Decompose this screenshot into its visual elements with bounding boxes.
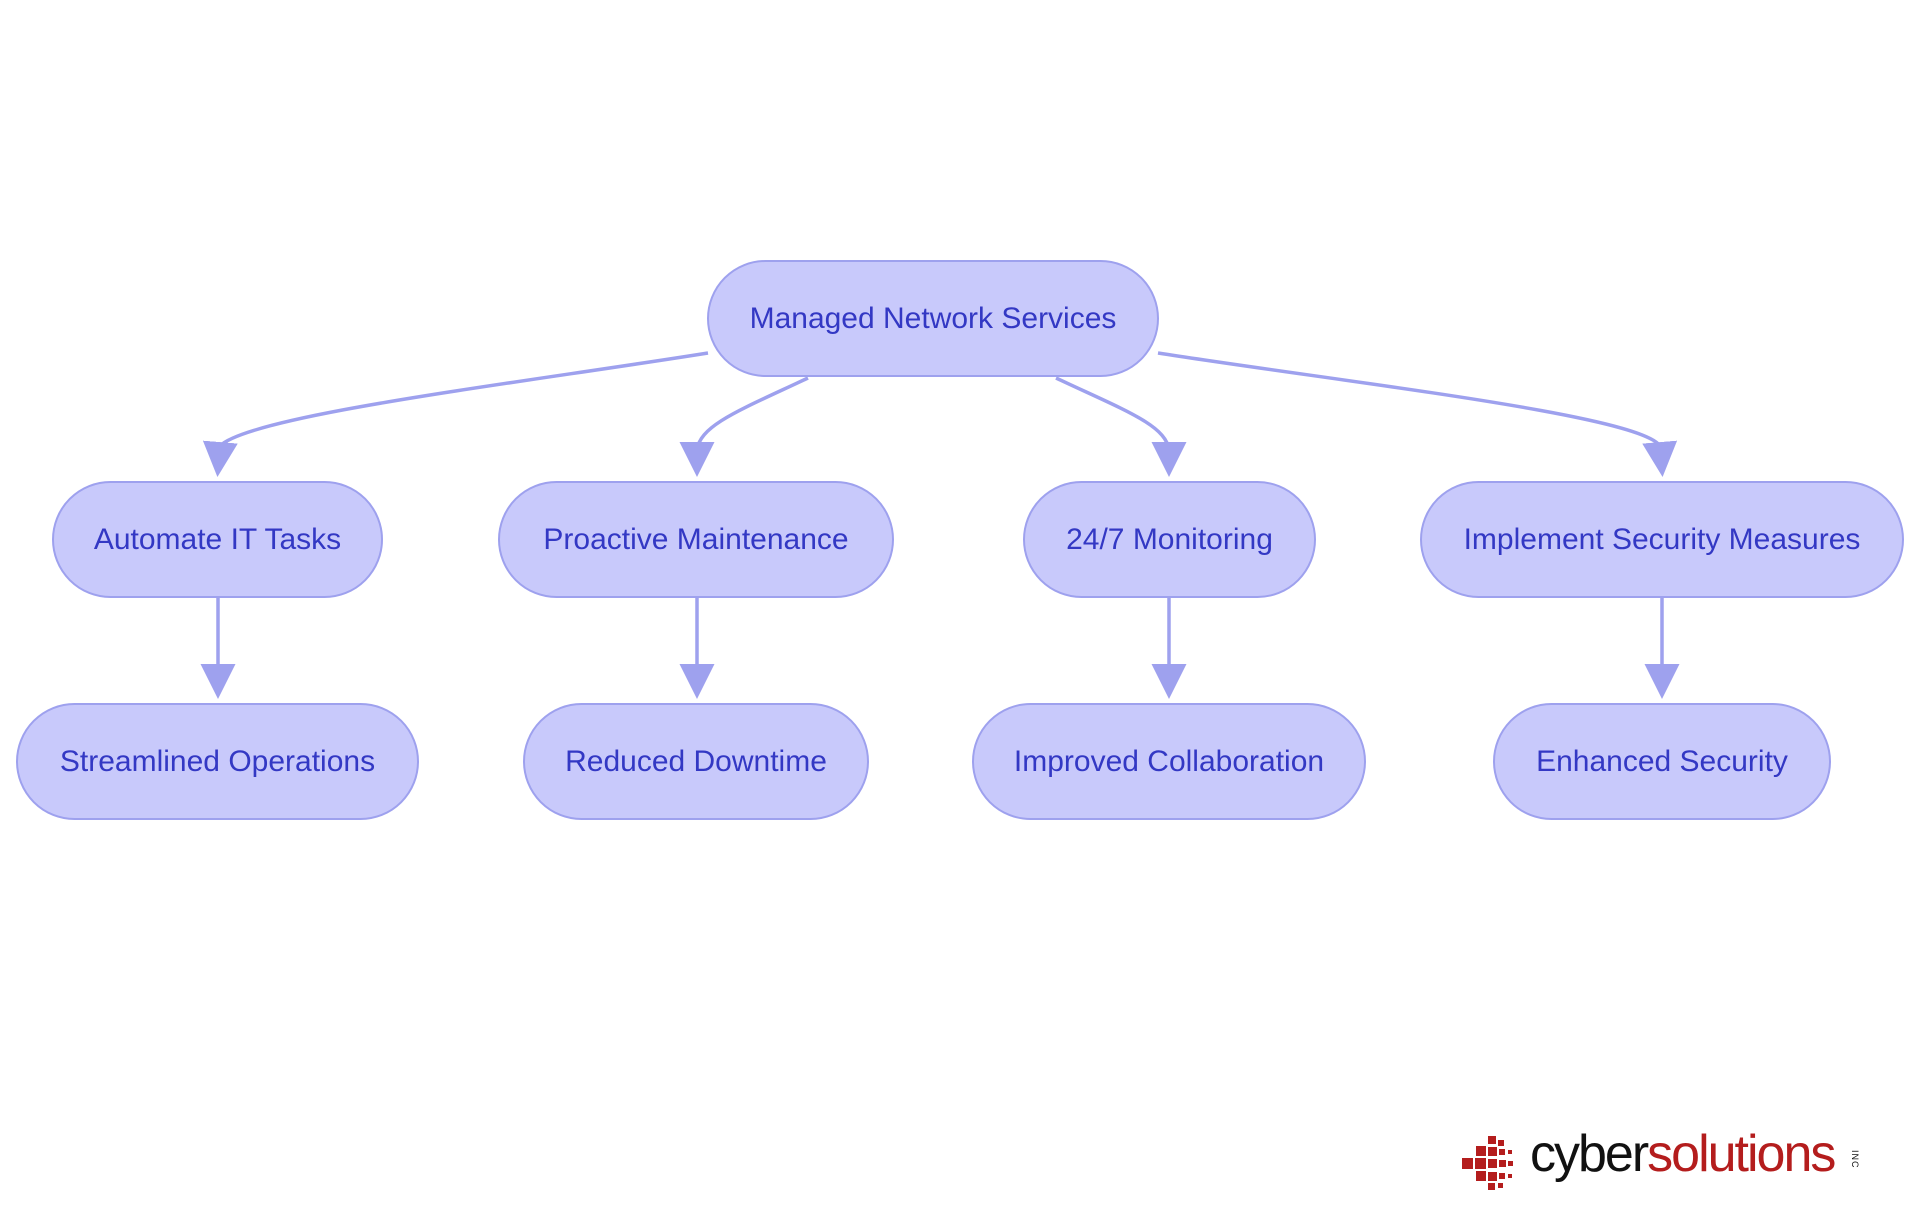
node-branch-4: Implement Security Measures (1420, 481, 1904, 598)
node-branch-2: Proactive Maintenance (498, 481, 894, 598)
logo-mark-icon (1462, 1136, 1513, 1190)
logo-inc: INC (1850, 1150, 1860, 1169)
node-outcome-3: Improved Collaboration (972, 703, 1366, 820)
node-outcome-2: Reduced Downtime (523, 703, 869, 820)
logo-text-solutions: solutions (1647, 1125, 1836, 1183)
node-outcome-1: Streamlined Operations (16, 703, 419, 820)
node-root: Managed Network Services (707, 260, 1159, 377)
node-branch-1: Automate IT Tasks (52, 481, 383, 598)
cybersolutions-logo: cybersolutions INC (1458, 1120, 1878, 1200)
edge-root-to-branch-1 (202, 351, 709, 477)
node-branch-3: 24/7 Monitoring (1023, 481, 1316, 598)
edge-root-to-branch-3 (1055, 376, 1187, 477)
edge-root-to-branch-2 (679, 376, 809, 477)
logo-text-cyber: cyber (1530, 1125, 1649, 1183)
edge-root-to-branch-4 (1157, 351, 1678, 477)
logo-wordmark: cybersolutions (1530, 1124, 1836, 1184)
node-outcome-4: Enhanced Security (1493, 703, 1831, 820)
